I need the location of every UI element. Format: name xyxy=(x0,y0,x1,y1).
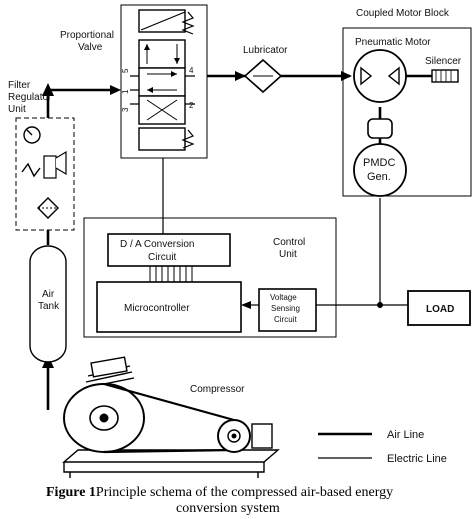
control-unit-frame xyxy=(83,217,337,338)
spool-position-2 xyxy=(138,67,186,97)
silencer-icon xyxy=(431,69,459,83)
da-conversion-circuit xyxy=(107,233,231,267)
label-pmdc: PMDC xyxy=(363,157,395,169)
flywheel-center xyxy=(99,413,109,423)
data-bus xyxy=(149,266,193,282)
caption-line-2: conversion system xyxy=(176,501,280,516)
label-sensing: Sensing xyxy=(271,304,300,313)
legend-electric-line-label: Electric Line xyxy=(387,453,447,465)
label-silencer: Silencer xyxy=(425,56,462,67)
motor-outlet-triangle xyxy=(387,66,400,86)
label-tank: Tank xyxy=(38,301,60,312)
coupled-motor-block xyxy=(342,27,472,197)
figure-caption: Figure 1Principle schema of the compress… xyxy=(46,485,393,516)
caption-line-1: Figure 1Principle schema of the compress… xyxy=(46,485,393,500)
filter-regulator-unit xyxy=(15,117,75,231)
solenoid-top-diagonal xyxy=(140,11,186,31)
regulator-valve-icon xyxy=(55,150,67,176)
label-da-conversion: D / A Conversion xyxy=(120,239,194,250)
compressor-base xyxy=(62,449,280,463)
label-valve: Valve xyxy=(78,42,103,53)
spool2-arrow-a xyxy=(171,71,177,77)
spool1-arrow-b xyxy=(174,58,180,64)
legend-air-line-label: Air Line xyxy=(387,429,424,441)
label-gen: Gen. xyxy=(367,171,391,183)
electric-lines xyxy=(162,158,408,306)
pmdc-generator-icon xyxy=(353,143,407,197)
air-line-filter-valve xyxy=(46,88,118,118)
cylinder-head xyxy=(90,356,128,378)
caption-figure-label: Figure 1 xyxy=(46,485,96,500)
load-block xyxy=(407,290,471,326)
spool-position-3 xyxy=(138,95,186,125)
label-control-unit: Unit xyxy=(279,249,297,260)
gauge-needle xyxy=(26,129,33,136)
label-unit: Unit xyxy=(8,104,26,115)
label-air: Air xyxy=(42,289,55,300)
air-arrows xyxy=(42,71,352,368)
motor-housing xyxy=(251,423,273,449)
arrow-into-microcontroller xyxy=(241,301,251,309)
junction-dot xyxy=(377,302,383,308)
spool2-arrow-b xyxy=(147,87,153,93)
proportional-valve: 5 1 3 4 2 xyxy=(120,4,208,159)
port-label-3: 3 xyxy=(121,107,130,112)
label-compressor: Compressor xyxy=(190,384,245,395)
label-regulator: Regulator xyxy=(8,92,52,103)
compressor-base-front xyxy=(63,462,265,473)
legend: Air Line Electric Line xyxy=(318,429,447,465)
arrow-into-valve xyxy=(110,85,121,95)
label-voltage: Voltage xyxy=(270,293,297,302)
coupling-icon xyxy=(367,118,393,139)
label-circuit: Circuit xyxy=(274,315,297,324)
silencer-fins xyxy=(435,70,452,82)
label-microcontroller: Microcontroller xyxy=(124,303,190,314)
label-lubricator: Lubricator xyxy=(243,45,288,56)
valve-solenoid-bottom xyxy=(138,127,186,151)
label-load: LOAD xyxy=(426,304,454,315)
port-label-4: 4 xyxy=(189,66,194,75)
voltage-sensing-circuit xyxy=(258,288,317,332)
pneumatic-motor-icon xyxy=(353,49,407,103)
regulator-body xyxy=(43,155,57,179)
label-proportional: Proportional xyxy=(60,30,114,41)
drive-belt xyxy=(103,382,235,454)
spool-position-1 xyxy=(138,39,186,69)
port-label-5: 5 xyxy=(121,68,130,73)
pulley-center xyxy=(231,433,237,439)
caption-text-1: Principle schema of the compressed air-b… xyxy=(96,485,393,500)
port-label-2: 2 xyxy=(189,101,194,110)
compressor xyxy=(62,356,280,478)
spring-top xyxy=(181,11,195,35)
motor-block-frame xyxy=(342,27,472,197)
port-label-1: 1 xyxy=(121,89,130,94)
arrow-into-lubricator xyxy=(235,71,246,81)
label-coupled-motor-block: Coupled Motor Block xyxy=(356,8,450,19)
label-pneumatic-motor: Pneumatic Motor xyxy=(355,37,431,48)
spool1-arrow-a xyxy=(144,44,150,50)
microcontroller-block xyxy=(96,281,242,333)
control-unit xyxy=(83,217,337,338)
arrow-up-filter xyxy=(42,83,54,96)
motor-inlet-triangle xyxy=(360,66,373,86)
spool3-paths xyxy=(146,99,178,121)
label-filter: Filter xyxy=(8,80,31,91)
spring-bottom xyxy=(181,129,195,149)
compressor-feet xyxy=(69,472,259,478)
label-da-circuit: Circuit xyxy=(148,252,177,263)
air-tank xyxy=(29,245,67,363)
label-control: Control xyxy=(273,237,305,248)
arrow-into-motor xyxy=(341,71,352,81)
regulator-spring-icon xyxy=(21,162,41,178)
air-tank-icon xyxy=(29,245,67,363)
